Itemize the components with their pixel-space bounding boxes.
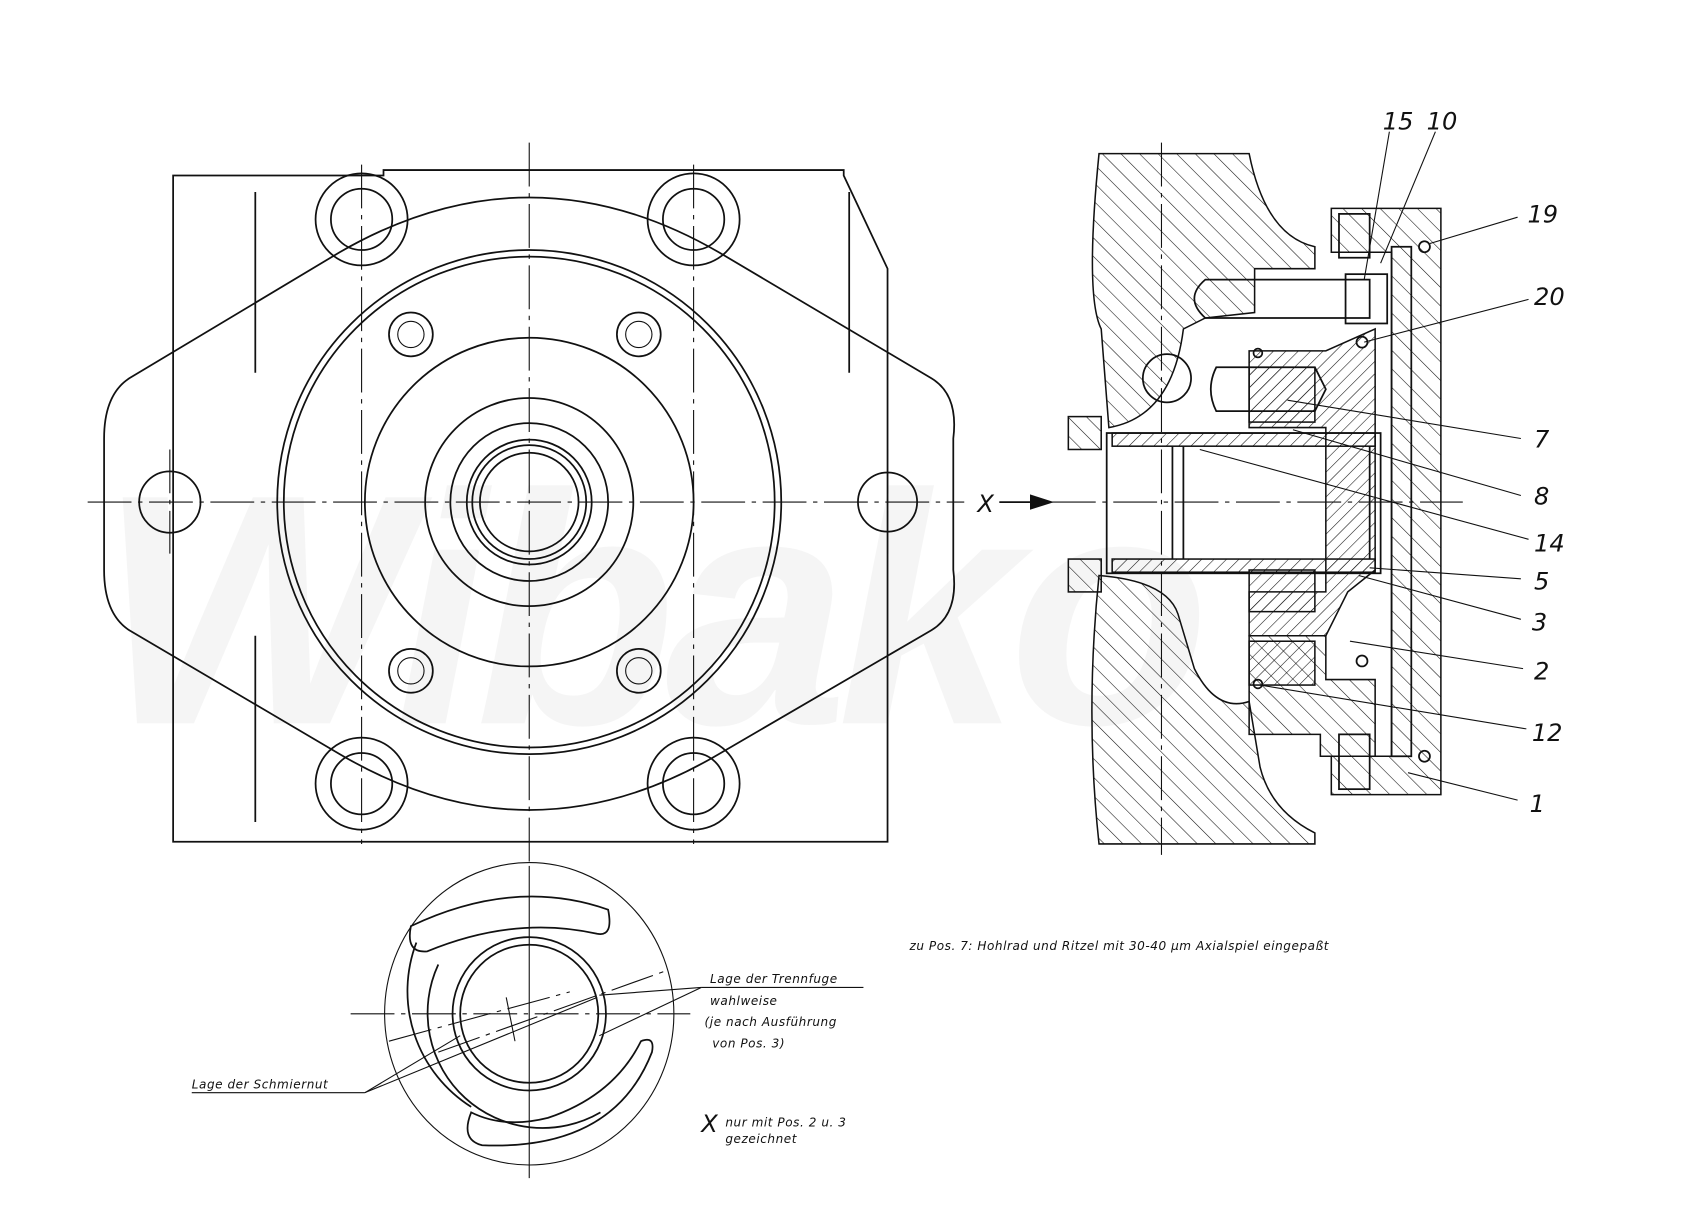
cover-plate: [1330, 207, 1442, 796]
note-x-1: nur mit Pos. 2 u. 3: [725, 1116, 846, 1130]
note-pos7: zu Pos. 7: Hohlrad und Ritzel mit 30-40 …: [908, 939, 1329, 953]
annotations: zu Pos. 7: Hohlrad und Ritzel mit 30-40 …: [192, 939, 1329, 1146]
callout-5: 5: [1534, 568, 1549, 596]
bearing-detail-view: [191, 862, 864, 1179]
callout-19: 19: [1527, 201, 1558, 229]
note-x-marker: X: [699, 1110, 718, 1138]
note-trennfuge: Lage der Trennfuge: [710, 972, 838, 986]
note-wahlweise: wahlweise: [710, 994, 777, 1008]
note-von-pos: von Pos. 3): [712, 1037, 785, 1051]
callout-2: 2: [1534, 658, 1549, 686]
flange-outline: [103, 196, 955, 811]
bolt-holes: [388, 311, 662, 694]
callout-3: 3: [1532, 608, 1547, 636]
callout-8: 8: [1534, 482, 1549, 510]
section-view: [1051, 142, 1463, 855]
callout-10: 10: [1427, 108, 1458, 136]
view-arrow-x: X: [975, 490, 1055, 518]
callout-15: 15: [1383, 108, 1414, 136]
callout-14: 14: [1534, 529, 1565, 557]
callout-20: 20: [1534, 283, 1565, 311]
callout-12: 12: [1532, 719, 1563, 747]
callout-7: 7: [1534, 425, 1550, 453]
callout-1: 1: [1530, 790, 1545, 818]
note-schmiernut: Lage der Schmiernut: [192, 1077, 329, 1091]
note-x-2: gezeichnet: [725, 1132, 797, 1146]
part-callouts: 15 10 19 20 7 8 14 5 3 2 12 1: [1383, 108, 1565, 819]
front-view: [87, 142, 965, 866]
svg-text:X: X: [975, 490, 994, 518]
watermark-logo: Wibako: [99, 425, 1204, 793]
leader-lines: [1199, 131, 1529, 801]
note-ausfuehrung: (je nach Ausführung: [705, 1015, 837, 1029]
